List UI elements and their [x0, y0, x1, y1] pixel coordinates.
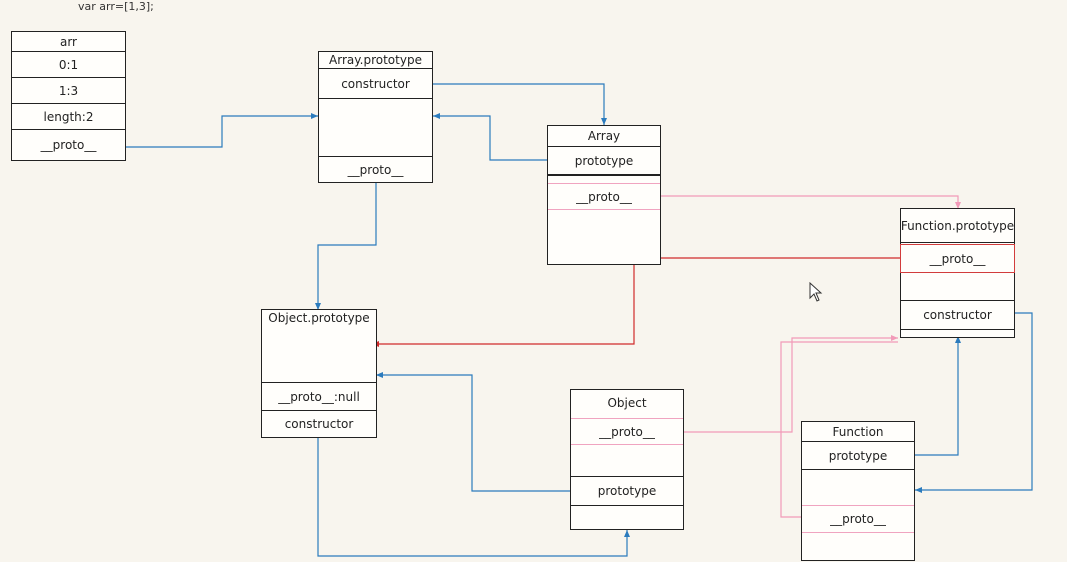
- array-proto-field: __proto__: [548, 183, 660, 210]
- function-prototype-title: Function.prototype: [901, 209, 1014, 243]
- arrow-object-proto: [684, 335, 898, 433]
- array-title: Array: [548, 126, 660, 147]
- array-box: Array prototype __proto__: [547, 125, 661, 265]
- arrow-arrayproto-constructor: [433, 83, 607, 125]
- function-prototype-box: Function.prototype __proto__ constructor: [900, 208, 1015, 338]
- arrow-function-prototype: [915, 336, 961, 456]
- arr-cell-1: 1:3: [12, 78, 125, 104]
- object-prototype-constructor: constructor: [284, 417, 354, 431]
- arr-box: arr 0:1 1:3 length:2 __proto__: [11, 31, 126, 161]
- arr-title: arr: [12, 32, 125, 52]
- array-divider: [547, 175, 661, 176]
- array-prototype-proto: __proto__: [319, 156, 432, 182]
- arrow-array-prototype: [433, 113, 547, 161]
- arrow-arr-proto: [126, 113, 318, 148]
- code-snippet: var arr=[1,3];: [78, 0, 154, 13]
- array-prototype-box: Array.prototype constructor __proto__: [318, 51, 433, 183]
- array-prototype-constructor: constructor: [319, 69, 432, 99]
- function-title: Function: [802, 422, 914, 442]
- object-prototype-box: Object.prototype __proto__:null construc…: [261, 309, 377, 438]
- arrow-funcproto-constructor: [915, 312, 1033, 493]
- mouse-cursor-icon: [809, 282, 823, 302]
- object-prototype-proto-null: __proto__:null: [262, 382, 376, 411]
- arrow-object-prototype: [376, 372, 570, 492]
- object-title: Object: [607, 396, 647, 410]
- arrow-arrayproto-proto: [315, 182, 377, 310]
- function-box: Function prototype __proto__: [801, 421, 915, 561]
- arr-cell-proto: __proto__: [40, 138, 97, 152]
- function-proto-field: __proto__: [802, 505, 914, 533]
- object-prototype-field: prototype: [571, 476, 683, 506]
- arr-cell-0: 0:1: [12, 52, 125, 78]
- object-box: Object __proto__ prototype: [570, 389, 684, 530]
- function-prototype-proto: __proto__: [900, 244, 1015, 273]
- object-prototype-title: Object.prototype: [268, 311, 370, 325]
- object-proto-field: __proto__: [571, 418, 683, 445]
- function-prototype-constructor: constructor: [901, 300, 1014, 330]
- array-prototype-title: Array.prototype: [319, 52, 432, 69]
- array-prototype-field: prototype: [548, 147, 660, 175]
- arr-cell-length: length:2: [12, 104, 125, 130]
- function-prototype-field: prototype: [802, 442, 914, 470]
